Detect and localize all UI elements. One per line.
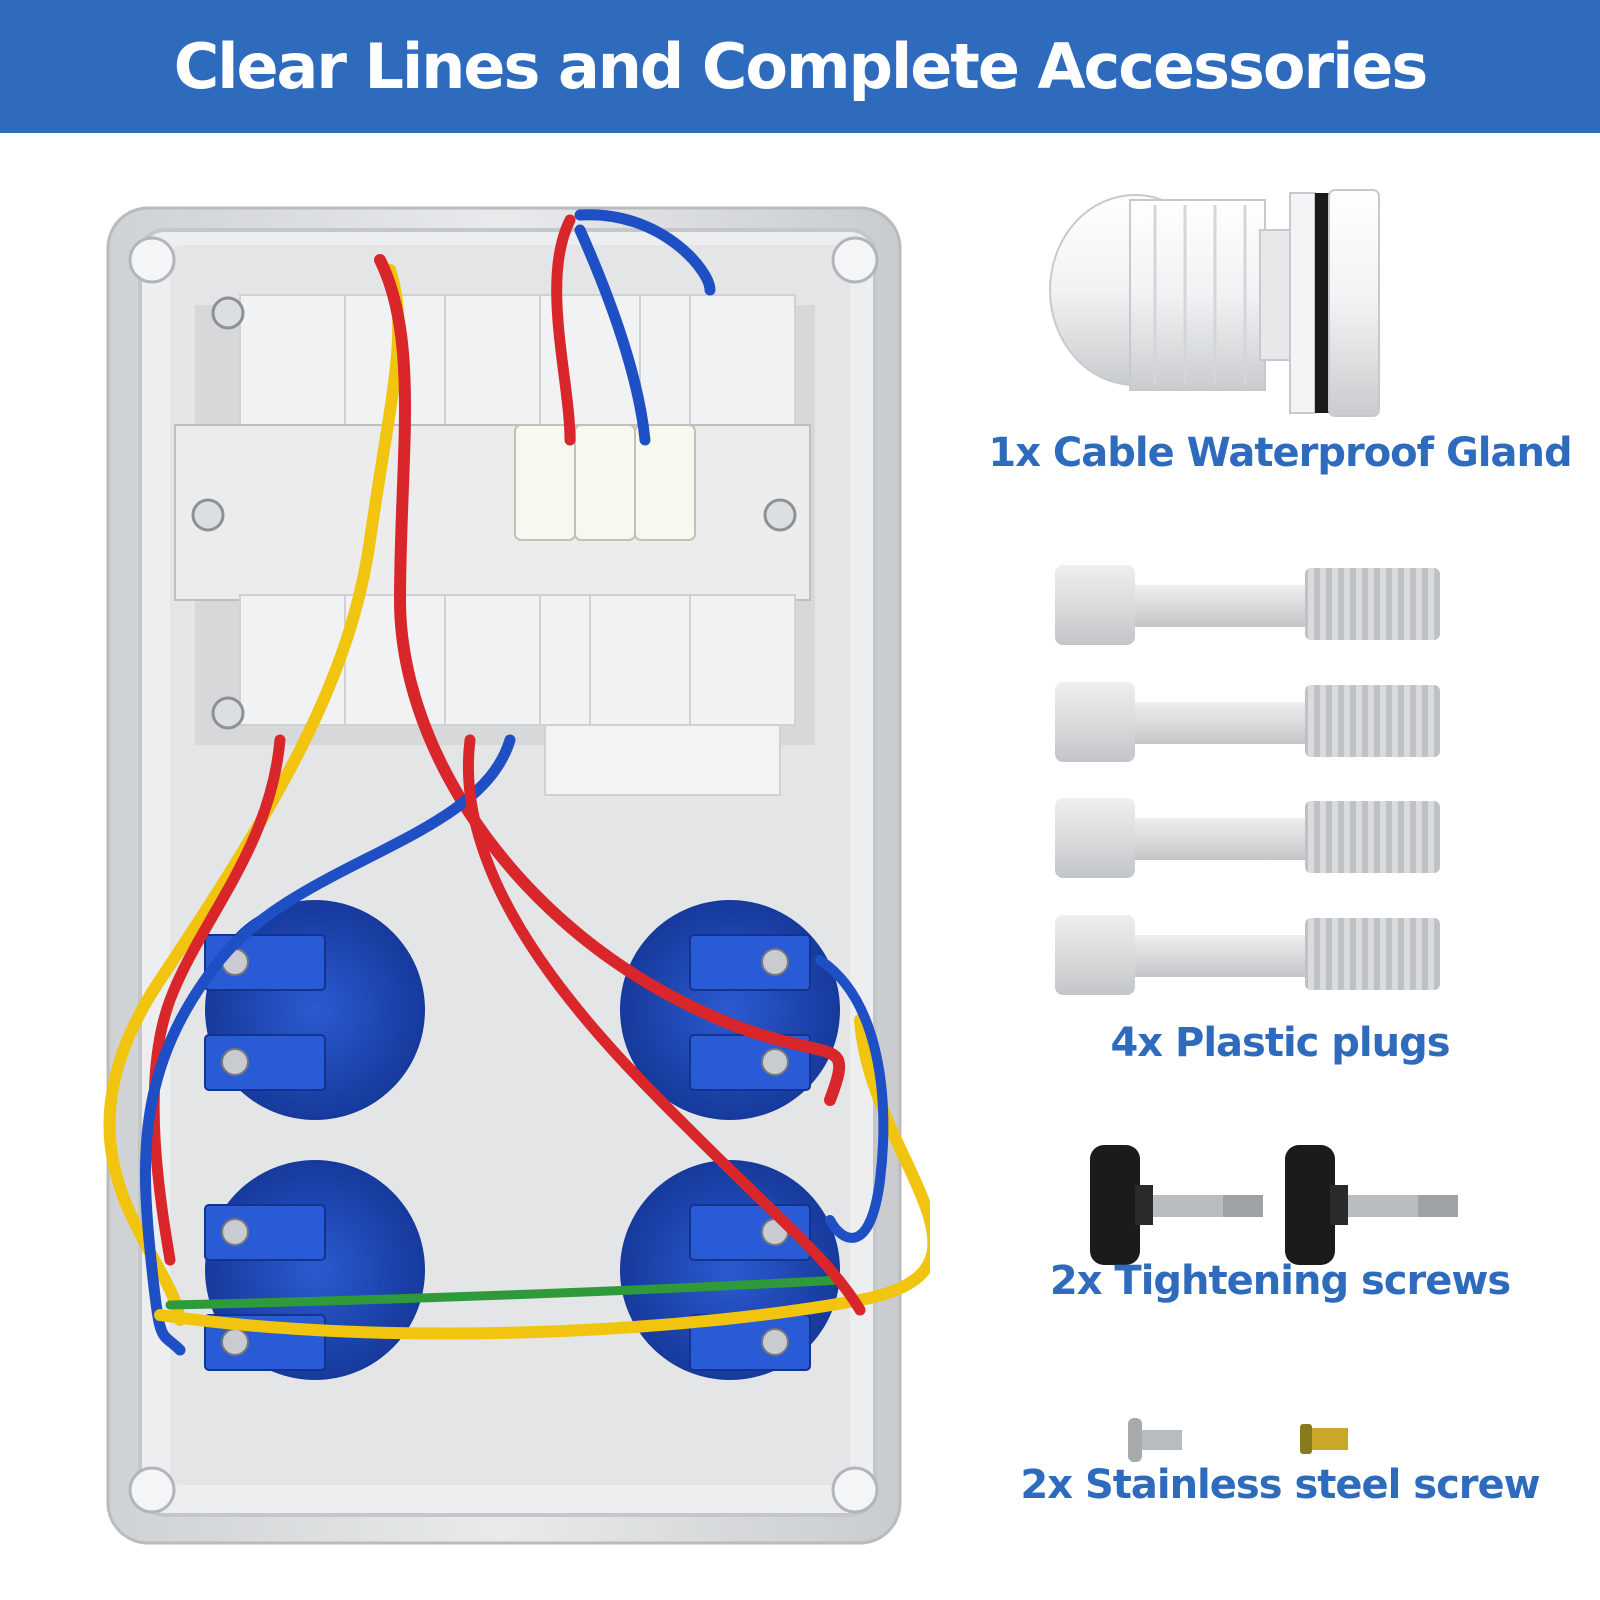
tightening-screw-icon [1090, 1145, 1458, 1265]
banner-title: Clear Lines and Complete Accessories [173, 30, 1429, 103]
plastic-plugs-label: 4x Plastic plugs [1110, 1020, 1450, 1066]
stainless-screws-label: 2x Stainless steel screw [1020, 1462, 1540, 1508]
header-banner: Clear Lines and Complete Accessories [0, 0, 1600, 133]
cable-gland-label: 1x Cable Waterproof Gland [988, 430, 1572, 476]
stainless-screw-icon [1128, 1418, 1348, 1462]
plastic-plug-icon [1055, 565, 1440, 995]
distribution-box-icon [103, 206, 930, 1545]
cable-gland-icon [1049, 189, 1380, 417]
tightening-screws-label: 2x Tightening screws [1049, 1258, 1511, 1304]
